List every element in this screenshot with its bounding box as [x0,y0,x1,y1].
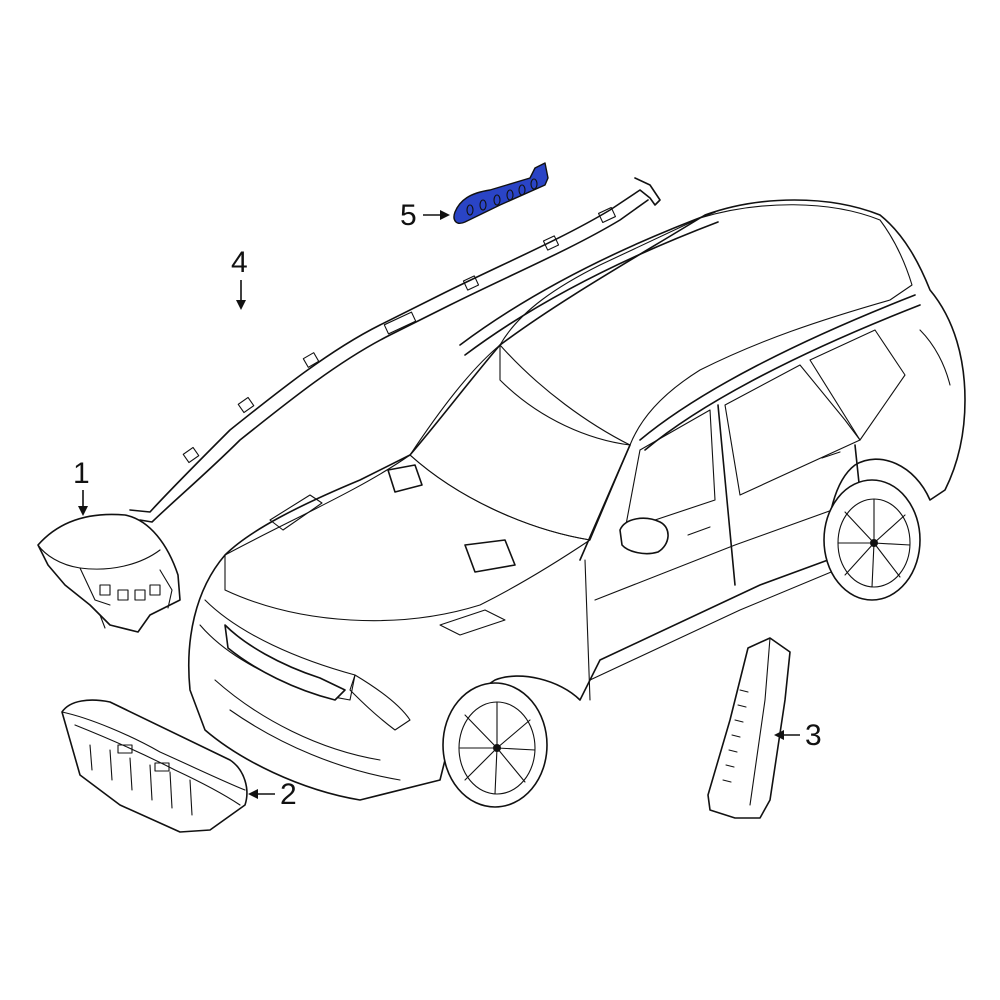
steering-wheel-airbag-part [37,513,181,633]
callout-1: 1 [73,457,90,516]
callout-4-number: 4 [231,246,248,279]
passenger-airbag-part [61,699,248,833]
callout-1-number: 1 [73,457,90,490]
callout-2: 2 [248,778,297,811]
callout-4: 4 [231,246,248,310]
callout-5: 5 [400,199,450,232]
callout-5-number: 5 [400,199,417,232]
highlighted-part-5[interactable] [453,162,549,224]
curtain-airbag-bracket-part [453,162,549,224]
seat-side-airbag-part [707,637,791,819]
callout-3: 3 [774,719,822,752]
vehicle-illustration [187,199,966,808]
curtain-airbag-part [129,177,661,523]
callout-3-number: 3 [805,719,822,752]
callout-2-number: 2 [280,778,297,811]
